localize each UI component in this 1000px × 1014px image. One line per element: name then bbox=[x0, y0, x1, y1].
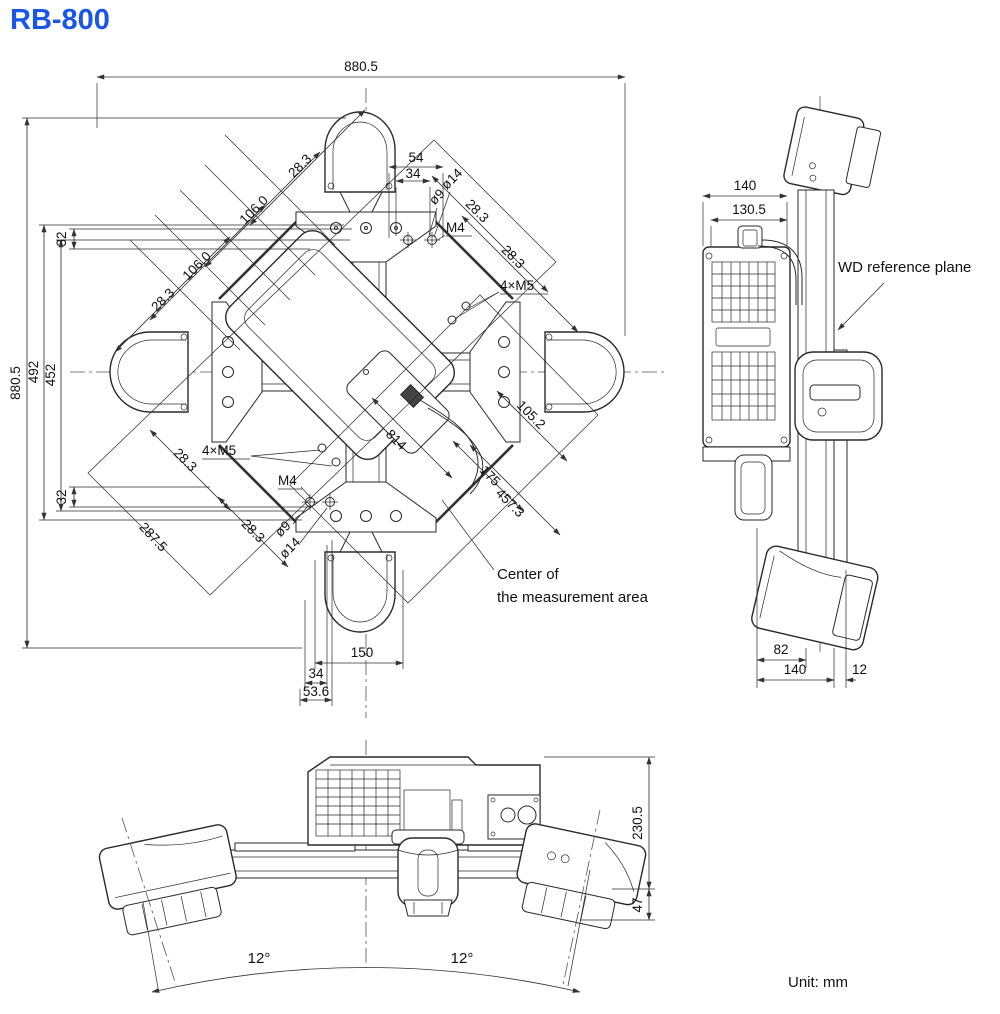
dim-140-top: 140 bbox=[734, 178, 757, 193]
dim-m4-top: M4 bbox=[446, 220, 465, 235]
dim-2305: 230.5 bbox=[630, 806, 645, 840]
note-center-line1: Center of bbox=[497, 566, 560, 583]
dim-m4-bottom: M4 bbox=[278, 473, 297, 488]
dim-4xm5-left: 4×M5 bbox=[202, 443, 236, 458]
dim-32-top: 32 bbox=[54, 231, 69, 246]
unit-note: Unit: mm bbox=[788, 974, 848, 991]
side-view-top-head bbox=[783, 106, 882, 196]
note-wd-reference: WD reference plane bbox=[838, 259, 971, 276]
front-view: 12° 12° 230.5 47 bbox=[98, 740, 655, 993]
dim-283-ll-upper: 28.3 bbox=[171, 445, 200, 474]
side-view-mount bbox=[794, 351, 883, 441]
dim-overall-height: 880.5 bbox=[8, 366, 23, 400]
front-view-right-head bbox=[516, 823, 647, 930]
page-title: RB-800 bbox=[10, 4, 110, 36]
front-view-center-cylinder bbox=[391, 829, 465, 917]
dim-angle-left: 12° bbox=[248, 950, 271, 967]
dim-dia14-top: ø14 bbox=[438, 165, 465, 192]
dim-12: 12 bbox=[852, 662, 867, 677]
dim-overall-width: 880.5 bbox=[344, 59, 378, 74]
dim-1305: 130.5 bbox=[732, 202, 766, 217]
side-view-body bbox=[702, 225, 803, 448]
front-view-left-head bbox=[98, 824, 237, 936]
front-view-body bbox=[307, 756, 541, 846]
dim-32-bottom: 32 bbox=[54, 489, 69, 504]
dim-4573: 457.3 bbox=[493, 486, 528, 521]
side-view: 140 130.5 WD reference plane 82 140 12 bbox=[702, 96, 971, 688]
dim-452: 452 bbox=[43, 364, 58, 387]
front-view-angles: 12° 12° bbox=[121, 809, 601, 993]
side-view-bottom-head bbox=[751, 545, 879, 651]
dim-47: 47 bbox=[630, 897, 645, 912]
dim-4xm5-right: 4×M5 bbox=[500, 278, 534, 293]
side-view-dimensions: 140 130.5 WD reference plane 82 140 12 bbox=[702, 178, 971, 688]
dim-536: 53.6 bbox=[303, 684, 329, 699]
front-view-dimensions: 230.5 47 bbox=[544, 756, 655, 921]
dim-140-bottom: 140 bbox=[784, 662, 807, 677]
side-view-handle bbox=[702, 446, 791, 521]
dim-82: 82 bbox=[773, 642, 788, 657]
dim-492: 492 bbox=[26, 361, 41, 384]
dim-283-ul-inner: 28.3 bbox=[148, 285, 177, 314]
dim-angle-right: 12° bbox=[451, 950, 474, 967]
dim-175: 175 bbox=[477, 463, 504, 490]
dim-1060-ul-outer: 106.0 bbox=[237, 193, 272, 228]
note-center-line2: the measurement area bbox=[497, 589, 649, 606]
dim-54: 54 bbox=[408, 150, 424, 165]
dim-34-bottom: 34 bbox=[308, 666, 324, 681]
top-view: 880.5 880.5 492 452 32 bbox=[8, 59, 665, 718]
dim-1060-ul-inner: 106.0 bbox=[180, 249, 215, 284]
dim-150: 150 bbox=[351, 645, 374, 660]
dim-2875: 287.5 bbox=[136, 519, 170, 554]
dim-283-ll-lower: 28.3 bbox=[239, 516, 268, 545]
dim-34-top: 34 bbox=[405, 166, 421, 181]
dim-283-ul-outer: 28.3 bbox=[285, 151, 314, 180]
